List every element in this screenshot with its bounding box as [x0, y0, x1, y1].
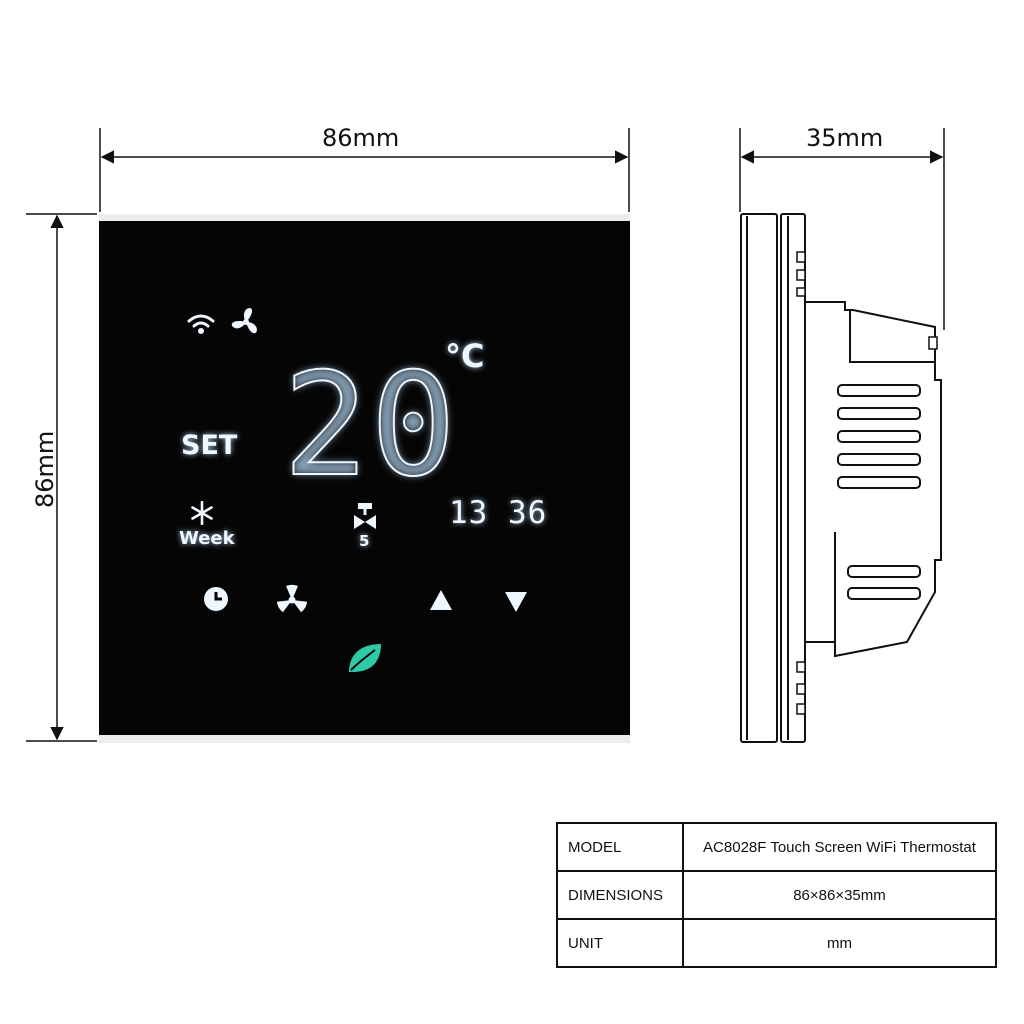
- touch-screen[interactable]: SET 20 °C 13 36 Week 5: [99, 221, 630, 735]
- width-label: 86mm: [322, 124, 400, 152]
- leaf-icon[interactable]: [347, 642, 383, 674]
- spec-key: MODEL: [556, 822, 684, 872]
- snowflake-icon: [190, 501, 214, 525]
- clock-readout: 13 36: [449, 495, 548, 531]
- arrow-down-icon[interactable]: [505, 592, 527, 612]
- clock-icon[interactable]: [203, 586, 229, 612]
- spec-table: MODEL AC8028F Touch Screen WiFi Thermost…: [556, 822, 997, 968]
- table-row: UNIT mm: [556, 918, 997, 968]
- arrow-up-icon[interactable]: [430, 590, 452, 610]
- thermostat-side-view: [740, 213, 942, 743]
- set-label: SET: [181, 430, 238, 461]
- fan-icon: [229, 305, 263, 339]
- spec-value: AC8028F Touch Screen WiFi Thermostat: [682, 822, 997, 872]
- valve-value: 5: [359, 532, 370, 550]
- depth-label: 35mm: [806, 124, 884, 152]
- table-row: MODEL AC8028F Touch Screen WiFi Thermost…: [556, 822, 997, 872]
- valve-icon: [354, 503, 376, 529]
- wifi-icon: [187, 312, 215, 336]
- spec-key: DIMENSIONS: [556, 870, 684, 920]
- thermostat-front-view: SET 20 °C 13 36 Week 5: [99, 214, 630, 743]
- table-row: DIMENSIONS 86×86×35mm: [556, 870, 997, 920]
- temperature-readout: 20: [282, 342, 458, 509]
- spec-value: mm: [682, 918, 997, 968]
- fan-speed-icon[interactable]: [276, 584, 308, 616]
- spec-key: UNIT: [556, 918, 684, 968]
- vent-slots: [837, 384, 921, 600]
- height-label: 86mm: [31, 430, 59, 508]
- front-plate-profile: [740, 213, 778, 743]
- week-mode-label: Week: [179, 528, 235, 549]
- spec-value: 86×86×35mm: [682, 870, 997, 920]
- temperature-unit: °C: [445, 337, 485, 375]
